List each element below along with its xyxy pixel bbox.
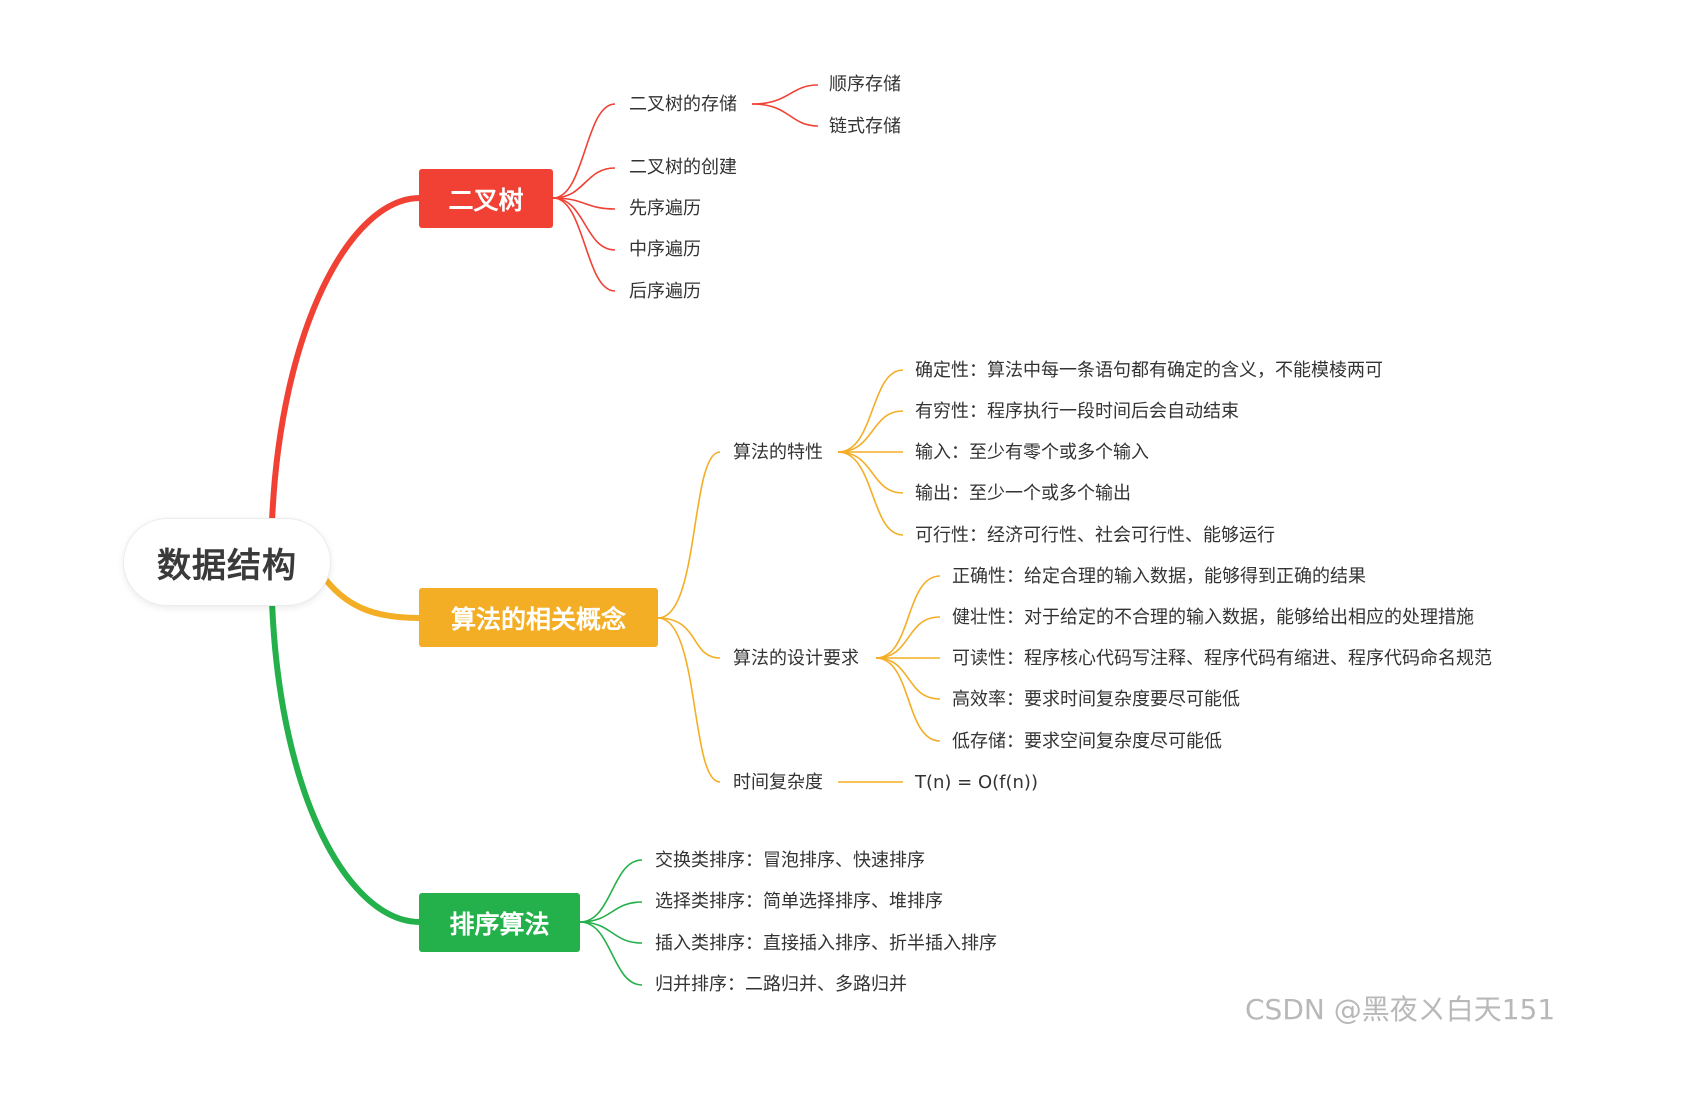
topic-big-o-formula[interactable]: T(n) = O(f(n)) xyxy=(915,772,1038,793)
topic-correctness[interactable]: 正确性：给定合理的输入数据，能够得到正确的结果 xyxy=(952,566,1366,587)
topic-low-storage[interactable]: 低存储：要求空间复杂度尽可能低 xyxy=(952,731,1222,752)
topic-input[interactable]: 输入：至少有零个或多个输入 xyxy=(915,442,1149,463)
branch-binary-tree[interactable]: 二叉树 xyxy=(419,169,553,228)
topic-readability[interactable]: 可读性：程序核心代码写注释、程序代码有缩进、程序代码命名规范 xyxy=(952,648,1492,669)
topic-feasibility[interactable]: 可行性：经济可行性、社会可行性、能够运行 xyxy=(915,525,1275,546)
topic-selection-sort[interactable]: 选择类排序：简单选择排序、堆排序 xyxy=(655,891,943,912)
topic-merge-sort[interactable]: 归并排序：二路归并、多路归并 xyxy=(655,974,907,995)
tree-connectors xyxy=(552,84,819,292)
topic-inorder[interactable]: 中序遍历 xyxy=(629,239,701,260)
branch-sorting-algorithms[interactable]: 排序算法 xyxy=(419,893,580,952)
sort-connectors xyxy=(579,859,643,986)
branch-connector-algo xyxy=(323,577,423,621)
topic-linked-storage[interactable]: 链式存储 xyxy=(829,116,901,137)
topic-insertion-sort[interactable]: 插入类排序：直接插入排序、折半插入排序 xyxy=(655,933,997,954)
topic-exchange-sort[interactable]: 交换类排序：冒泡排序、快速排序 xyxy=(655,850,925,871)
topic-design-requirements[interactable]: 算法的设计要求 xyxy=(733,648,859,669)
topic-finiteness[interactable]: 有穷性：程序执行一段时间后会自动结束 xyxy=(915,401,1239,422)
topic-time-complexity[interactable]: 时间复杂度 xyxy=(733,772,823,793)
topic-tree-storage[interactable]: 二叉树的存储 xyxy=(629,94,737,115)
branch-algorithm-concepts[interactable]: 算法的相关概念 xyxy=(419,588,658,647)
topic-determinism[interactable]: 确定性：算法中每一条语句都有确定的含义，不能模棱两可 xyxy=(915,360,1383,381)
topic-efficiency[interactable]: 高效率：要求时间复杂度要尽可能低 xyxy=(952,689,1240,710)
csdn-watermark: CSDN @黑夜ㄨ白天151 xyxy=(1245,993,1556,1026)
topic-algorithm-properties[interactable]: 算法的特性 xyxy=(733,442,823,463)
topic-sequential-storage[interactable]: 顺序存储 xyxy=(829,74,901,95)
topic-preorder[interactable]: 先序遍历 xyxy=(629,198,701,219)
branch-connector-sort xyxy=(269,599,423,925)
topic-robustness[interactable]: 健壮性：对于给定的不合理的输入数据，能够给出相应的处理措施 xyxy=(952,607,1474,628)
root-topic[interactable]: 数据结构 xyxy=(124,519,330,605)
topic-tree-creation[interactable]: 二叉树的创建 xyxy=(629,157,737,178)
topic-postorder[interactable]: 后序遍历 xyxy=(629,281,701,302)
algo-connectors xyxy=(657,369,941,783)
topic-output[interactable]: 输出：至少一个或多个输出 xyxy=(915,483,1131,504)
branch-connector-tree xyxy=(269,195,423,525)
